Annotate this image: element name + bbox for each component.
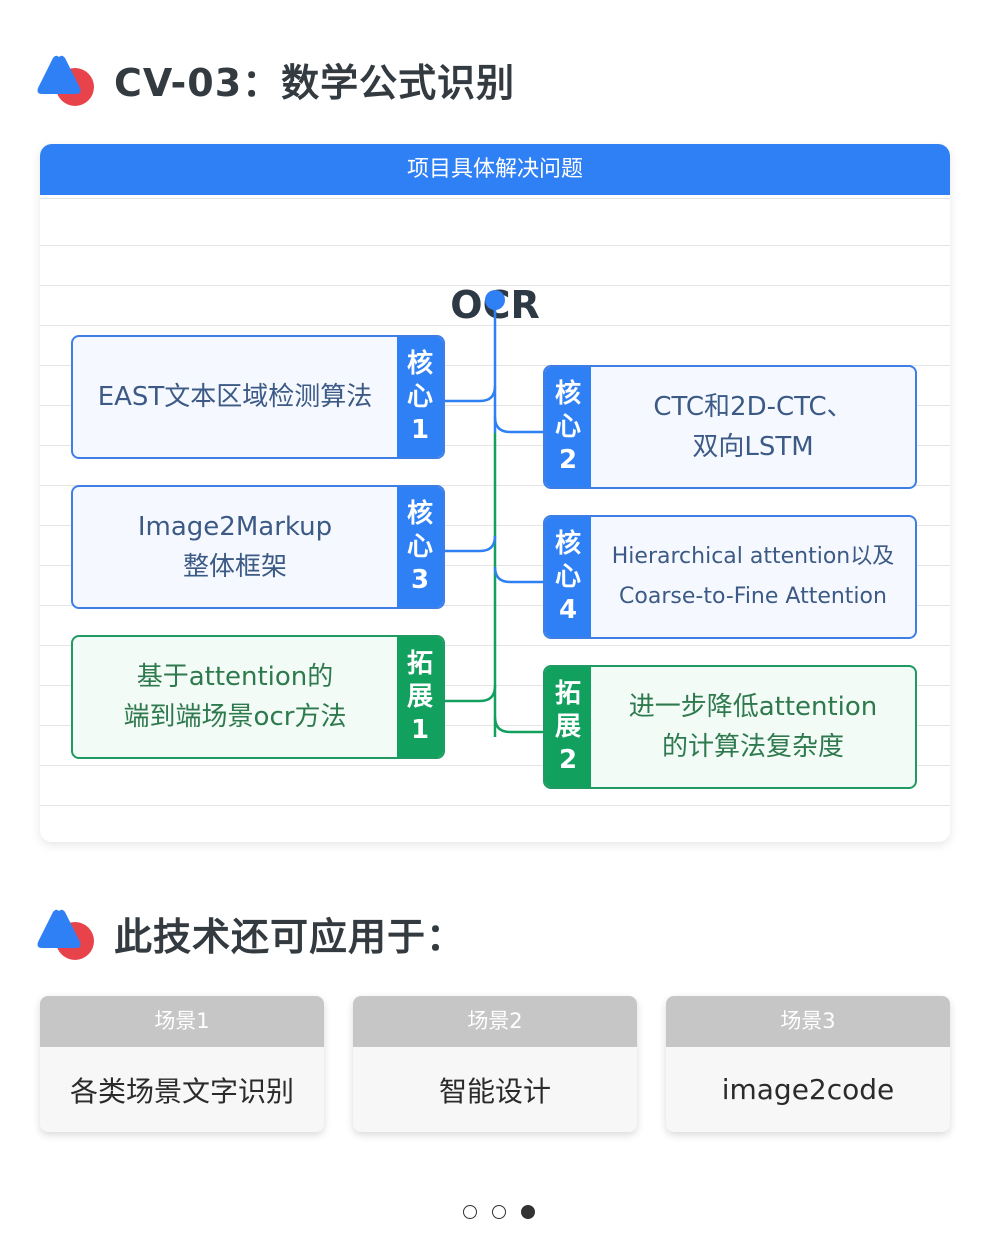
node-text: 进一步降低attention 的计算法复杂度 xyxy=(628,692,878,762)
triangle-circle-logo-icon xyxy=(36,908,96,960)
node-text: Image2Markup 整体框架 xyxy=(137,512,333,582)
triangle-circle-logo-icon xyxy=(36,54,96,106)
node-text: Hierarchical attention以及 Coarse-to-Fine … xyxy=(611,544,895,609)
section-title: 此技术还可应用于： xyxy=(114,915,466,959)
card-header: 场景3 xyxy=(666,996,950,1047)
card-body: 各类场景文字识别 xyxy=(69,1074,294,1108)
card-header: 场景2 xyxy=(353,996,637,1047)
mindmap-connectors xyxy=(445,290,543,737)
node-text: EAST文本区域检测算法 xyxy=(97,382,373,412)
card-body: image2code xyxy=(721,1073,895,1106)
panel-header: 项目具体解决问题 xyxy=(40,144,950,195)
mindmap-body: OCR 核心1 EAST文本区域检测算法 核心3 xyxy=(40,195,950,842)
pagination-dots xyxy=(463,1205,535,1219)
pagination-dot-3[interactable] xyxy=(521,1205,535,1219)
scenario-card-3: 场景3 image2code xyxy=(666,996,950,1132)
mindmap-panel: 项目具体解决问题 OCR 核心1 EAST文本区域检测算法 xyxy=(40,144,950,842)
node-text: CTC和2D-CTC、 双向LSTM xyxy=(653,392,853,462)
section-header-applications: 此技术还可应用于： xyxy=(36,906,465,961)
node-text: 基于attention的 端到端场景ocr方法 xyxy=(123,662,347,732)
scenario-card-1: 场景1 各类场景文字识别 xyxy=(40,996,324,1132)
pagination-dot-2[interactable] xyxy=(492,1205,506,1219)
scenario-card-2: 场景2 智能设计 xyxy=(353,996,637,1132)
card-header: 场景1 xyxy=(40,996,324,1047)
pagination-dot-1[interactable] xyxy=(463,1205,477,1219)
card-body: 智能设计 xyxy=(438,1074,551,1108)
page-title: CV-03：数学公式识别 xyxy=(114,61,516,105)
section-header-main: CV-03：数学公式识别 xyxy=(36,52,515,107)
